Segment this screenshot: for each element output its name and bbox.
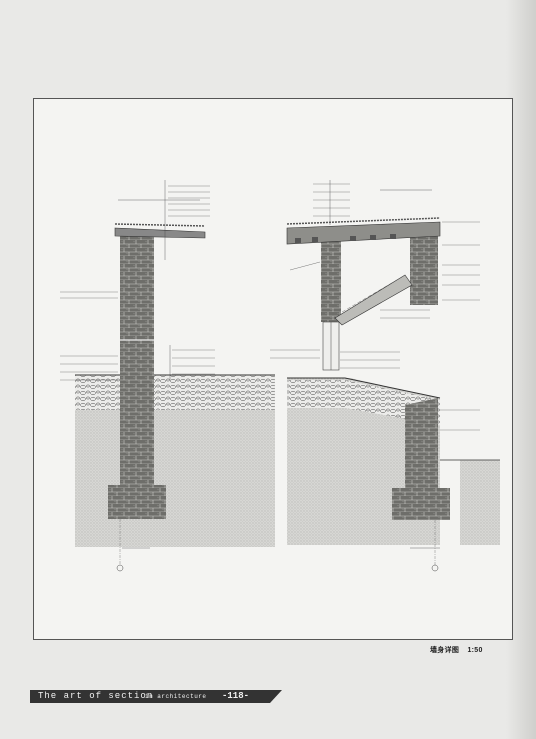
left-soil [75,392,275,547]
right-retaining-wall [405,398,438,495]
left-foundation [108,485,166,519]
right-roof-joists [295,234,396,243]
footer-title: The art of section [38,691,154,701]
drawing-frame [33,98,513,640]
footer-bar: The art of section in architecture -118- [30,690,270,703]
left-stone-wall [120,232,154,492]
right-section [270,180,500,572]
right-gravel-layer [287,380,440,425]
right-upper-right-wall [410,225,438,305]
right-upper-wall [321,232,341,322]
page-number: -118- [222,691,250,701]
right-sloped-beam [334,274,413,326]
footer-subtitle: in architecture [145,693,207,700]
right-outer-soil [460,460,500,545]
right-ground-line [287,377,441,399]
drawing-caption: 墙身详图 1:50 [430,645,483,655]
right-roof-tiles [286,217,441,225]
right-roof-slab [286,221,441,245]
left-gravel-layer [75,375,275,410]
left-section [60,180,275,572]
caption-title: 墙身详图 [430,647,460,654]
right-annotation-leaders [270,183,480,431]
caption-scale: 1:50 [467,647,483,654]
left-roof-tiles [114,223,206,227]
right-foundation [392,488,450,520]
left-roof-slab [114,227,206,239]
footer-bar-tail [270,690,282,703]
left-annotation-leaders [60,185,215,381]
